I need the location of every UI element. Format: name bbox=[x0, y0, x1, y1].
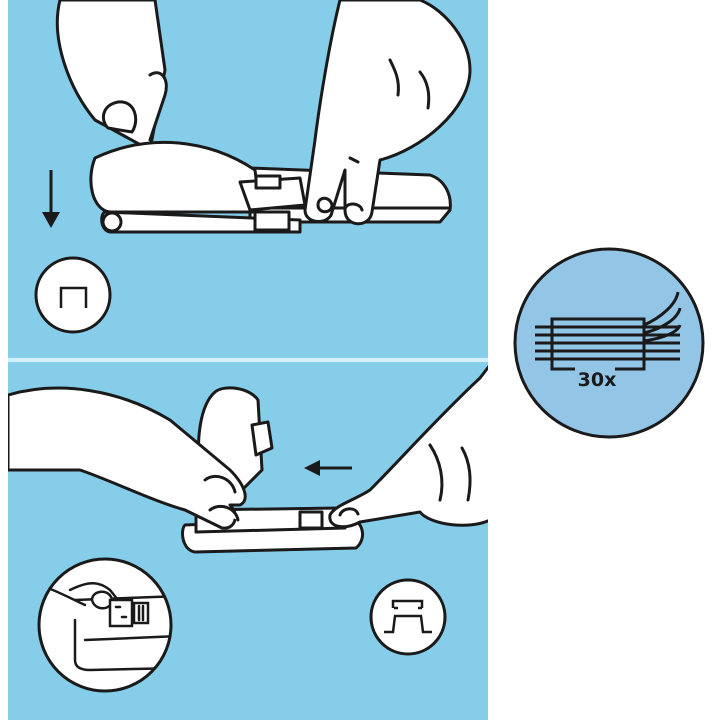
stapler-open-drawing bbox=[55, 0, 472, 234]
capacity-badge: 30x bbox=[513, 247, 705, 439]
slider-detail-inset bbox=[37, 557, 173, 693]
panel-divider bbox=[8, 358, 488, 362]
stapler-loading-drawing bbox=[8, 365, 488, 554]
capacity-label: 30x bbox=[578, 369, 617, 391]
arrow-down-icon bbox=[42, 170, 60, 228]
staple-closed-icon bbox=[34, 256, 112, 334]
paper-stack-icon bbox=[535, 291, 682, 371]
staple-open-clinch-icon bbox=[369, 578, 447, 656]
arrow-left-icon bbox=[304, 460, 352, 476]
